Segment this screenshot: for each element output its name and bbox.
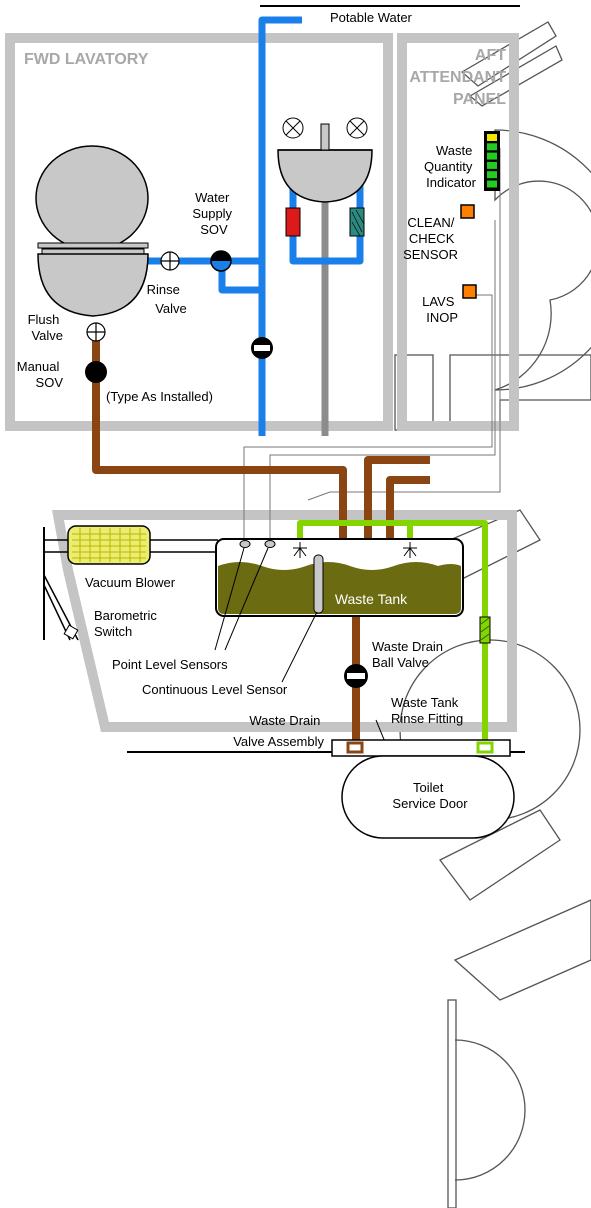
hot-water-heater xyxy=(285,207,301,237)
aft-panel-title-line3: PANEL xyxy=(453,91,506,108)
waste-tank-rinse-fitting-label: Waste Tank Rinse Fitting xyxy=(391,695,463,726)
manual-sov xyxy=(85,361,107,383)
fwd-lavatory-wall xyxy=(5,33,393,431)
waste-drain-ball-valve-label: Waste Drain Ball Valve xyxy=(372,639,447,670)
toilet-bowl xyxy=(35,145,149,317)
flush-valve-label: Flush Valve xyxy=(28,312,63,343)
waste-quantity-indicator xyxy=(484,131,500,191)
flush-valve xyxy=(86,322,106,342)
drain-outlet xyxy=(346,741,364,754)
cargo-compartment-wall xyxy=(52,510,517,732)
point-level-sensors-label: Point Level Sensors xyxy=(112,657,228,672)
toilet-service-door-label: Toilet Service Door xyxy=(392,780,468,811)
waste-drain-ball-valve xyxy=(479,616,491,644)
indicator-segment xyxy=(487,180,497,188)
manual-sov-label: Manual SOV xyxy=(17,359,64,390)
tank-drain-valve xyxy=(344,664,368,688)
type-as-installed-label: (Type As Installed) xyxy=(106,389,213,404)
sink xyxy=(277,117,373,203)
lavs-inop-light xyxy=(462,284,477,299)
rinse-valve-label: Rinse Valve xyxy=(147,282,187,316)
water-line-valve xyxy=(251,337,273,359)
aft-panel-title-line1: AFT xyxy=(475,47,506,64)
rinse-outlet xyxy=(476,741,494,754)
rinse-valve xyxy=(160,251,180,271)
aft-panel-wall xyxy=(397,33,519,431)
lavs-inop-label: LAVS INOP xyxy=(422,294,458,325)
toilet-service-door xyxy=(341,755,515,839)
potable-water-label: Potable Water xyxy=(330,10,413,25)
clean-check-sensor-light xyxy=(460,204,475,219)
indicator-segment xyxy=(487,152,497,160)
indicator-segment xyxy=(487,134,497,141)
waste-tank xyxy=(215,538,464,617)
waste-quantity-indicator-label: Waste Quantity Indicator xyxy=(424,143,477,190)
aft-panel-title-line2: ATTENDANT xyxy=(409,69,506,86)
fwd-lavatory-title: FWD LAVATORY xyxy=(24,51,149,68)
waste-tank-label: Waste Tank xyxy=(335,591,408,607)
continuous-level-sensor-label: Continuous Level Sensor xyxy=(142,682,288,697)
barometric-switch-label: Barometric Switch xyxy=(94,608,160,639)
indicator-segment xyxy=(487,161,497,169)
clean-check-sensor-label: CLEAN/ CHECK SENSOR xyxy=(403,215,458,262)
indicator-segment xyxy=(487,171,497,179)
vacuum-blower xyxy=(43,525,218,641)
indicator-segment xyxy=(487,143,497,151)
waste-drain-valve-assembly-label: Waste Drain Valve Assembly xyxy=(233,713,324,749)
water-supply-sov-label: Water Supply SOV xyxy=(192,190,235,237)
vacuum-blower-label: Vacuum Blower xyxy=(85,575,176,590)
sensor-wiring xyxy=(243,148,501,540)
water-supply-sov xyxy=(210,250,232,272)
